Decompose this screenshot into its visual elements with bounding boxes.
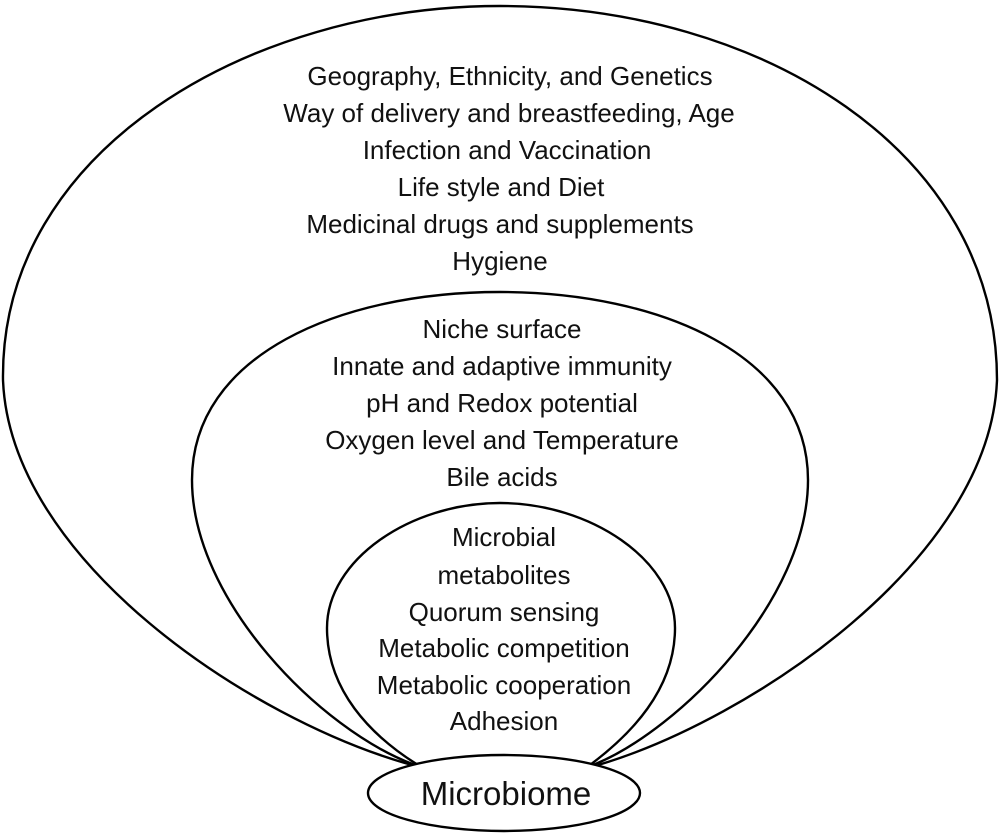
outer-layer-item: Life style and Diet — [398, 172, 605, 202]
middle-layer-item: pH and Redox potential — [366, 388, 638, 418]
middle-layer-item: Bile acids — [446, 462, 557, 492]
outer-layer-item: Geography, Ethnicity, and Genetics — [307, 61, 712, 91]
microbiome-core-label: Microbiome — [421, 775, 592, 812]
inner-layer-item: Adhesion — [450, 706, 558, 736]
inner-layer-item: Quorum sensing — [409, 597, 600, 627]
inner-layer-item: Microbial — [452, 522, 556, 552]
middle-layer-item: Innate and adaptive immunity — [332, 351, 672, 381]
outer-layer-item: Way of delivery and breastfeeding, Age — [283, 98, 734, 128]
outer-layer-item: Hygiene — [452, 246, 547, 276]
inner-layer-item: Metabolic cooperation — [377, 670, 631, 700]
microbiome-core-ellipse — [366, 753, 642, 833]
inner-layer-outline — [325, 501, 677, 767]
middle-layer-labels: Niche surface Innate and adaptive immuni… — [325, 314, 679, 492]
outer-layer-outline — [1, 4, 999, 767]
middle-layer-item: Oxygen level and Temperature — [325, 425, 679, 455]
middle-layer-item: Niche surface — [423, 314, 582, 344]
middle-layer-outline — [190, 290, 810, 767]
outer-layer-item: Medicinal drugs and supplements — [306, 209, 693, 239]
outer-layer-item: Infection and Vaccination — [363, 135, 652, 165]
inner-layer-labels: Microbial metabolites Quorum sensing Met… — [377, 522, 631, 736]
inner-layer-item: Metabolic competition — [378, 633, 629, 663]
inner-layer-item: metabolites — [438, 560, 571, 590]
outer-layer-labels: Geography, Ethnicity, and Genetics Way o… — [283, 61, 734, 276]
